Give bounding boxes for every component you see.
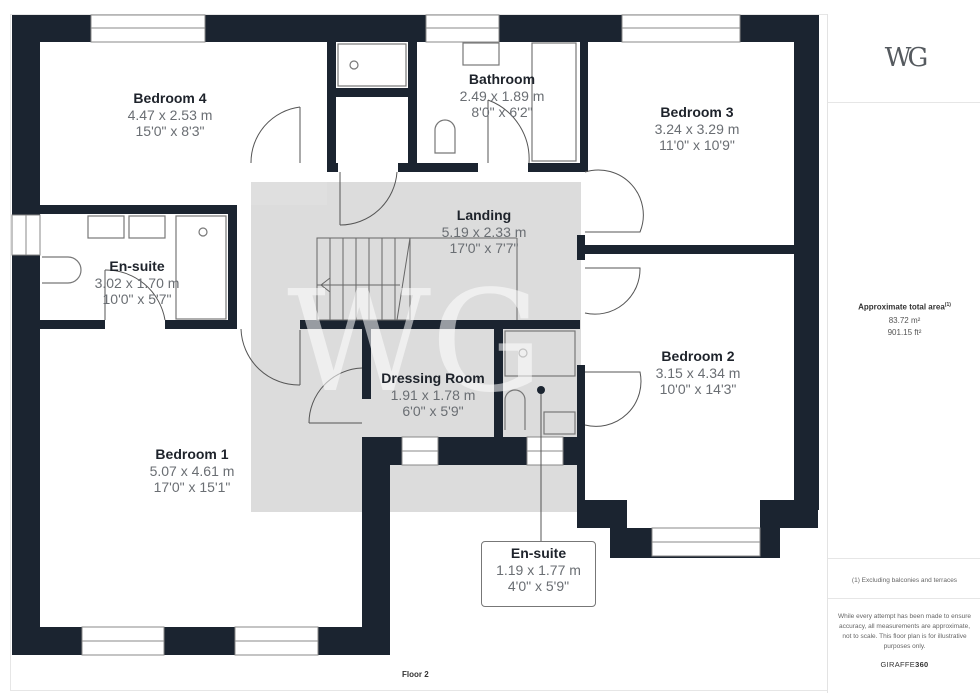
room-metric: 3.02 x 1.70 m — [94, 275, 180, 291]
room-label-bedroom-3: Bedroom 3 3.24 x 3.29 m 11'0" x 10'9" — [655, 104, 740, 153]
room-label-bathroom: Bathroom 2.49 x 1.89 m 8'0" x 6'2" — [460, 71, 545, 120]
room-imperial: 15'0" x 8'3" — [135, 123, 205, 139]
room-name: En-suite — [109, 258, 165, 274]
room-metric: 3.24 x 3.29 m — [654, 121, 740, 137]
floor-plan: WG Bedroom 4 4.47 x 2.53 m 15'0" x 8'3" … — [11, 14, 819, 679]
disclaimer-text: While every attempt has been made to ens… — [838, 613, 971, 650]
area-title: Approximate total area(1) — [858, 302, 951, 312]
room-metric: 1.19 x 1.77 m — [496, 562, 581, 578]
provider-brand: GIRAFFE360 — [880, 660, 929, 669]
room-imperial: 11'0" x 10'9" — [659, 137, 735, 153]
room-imperial: 17'0" x 15'1" — [153, 479, 231, 495]
callout-anchor-dot — [537, 386, 545, 394]
room-imperial: 10'0" x 5'7" — [102, 291, 172, 307]
room-label-dressing-room: Dressing Room 1.91 x 1.78 m 6'0" x 5'9" — [381, 370, 484, 419]
room-name: En-suite — [510, 545, 567, 561]
doors — [104, 99, 644, 427]
room-name: Bedroom 3 — [660, 104, 734, 120]
ensuite-small-fill — [503, 329, 577, 437]
brand-logo: WG — [884, 43, 928, 73]
room-imperial: 10'0" x 14'3" — [659, 381, 737, 397]
window-lines — [25, 27, 760, 642]
room-metric: 5.19 x 2.33 m — [441, 224, 527, 240]
frame-bottom-border — [10, 690, 827, 691]
room-metric: 3.15 x 4.34 m — [655, 365, 741, 381]
room-label-bedroom-1: Bedroom 1 5.07 x 4.61 m 17'0" x 15'1" — [150, 446, 235, 495]
room-imperial: 17'0" x 7'7" — [449, 240, 519, 256]
room-fills — [40, 42, 794, 627]
room-label-bedroom-2: Bedroom 2 3.15 x 4.34 m 10'0" x 14'3" — [656, 348, 741, 397]
room-metric: 1.91 x 1.78 m — [390, 387, 476, 403]
staircase — [316, 237, 518, 321]
walls — [12, 15, 819, 655]
room-imperial: 6'0" x 5'9" — [402, 403, 464, 419]
fixtures — [42, 42, 577, 435]
room-metric: 4.47 x 2.53 m — [127, 107, 213, 123]
room-imperial: 4'0" x 5'9" — [507, 578, 570, 594]
room-name: Dressing Room — [381, 370, 485, 386]
area-metric: 83.72 m² — [888, 315, 921, 325]
watermark-logo: WG — [287, 261, 543, 424]
floor-label: Floor 2 — [402, 670, 429, 679]
room-name: Bedroom 2 — [661, 348, 735, 364]
room-name: Landing — [456, 207, 512, 223]
footnote-text: (1) Excluding balconies and terraces — [851, 577, 958, 584]
area-imperial: 901.15 ft² — [887, 327, 922, 337]
dressing-room-fill — [371, 329, 494, 437]
room-label-landing: Landing 5.19 x 2.33 m 17'0" x 7'7" — [442, 207, 527, 256]
footnote-block: (1) Excluding balconies and terraces — [828, 558, 980, 599]
disclaimer-block: While every attempt has been made to ens… — [828, 598, 980, 693]
room-metric: 2.49 x 1.89 m — [459, 88, 545, 104]
room-label-bedroom-4: Bedroom 4 4.47 x 2.53 m 15'0" x 8'3" — [128, 90, 213, 139]
frame-left-border — [10, 14, 11, 691]
room-label-ensuite-1: En-suite 3.02 x 1.70 m 10'0" x 5'7" — [95, 258, 180, 307]
room-metric: 5.07 x 4.61 m — [149, 463, 235, 479]
area-summary-block: Approximate total area(1) 83.72 m² 901.1… — [828, 102, 980, 559]
logo-block: WG — [828, 14, 980, 103]
frame-top-border — [10, 14, 827, 15]
room-name: Bedroom 1 — [155, 446, 229, 462]
info-sidebar: WG Approximate total area(1) 83.72 m² 90… — [827, 14, 980, 693]
room-imperial: 8'0" x 6'2" — [471, 104, 533, 120]
floor-plan-drawing: WG — [11, 14, 819, 656]
callout-ensuite-2: En-suite 1.19 x 1.77 m 4'0" x 5'9" — [481, 541, 596, 607]
room-name: Bedroom 4 — [133, 90, 207, 106]
room-name: Bathroom — [468, 71, 536, 87]
